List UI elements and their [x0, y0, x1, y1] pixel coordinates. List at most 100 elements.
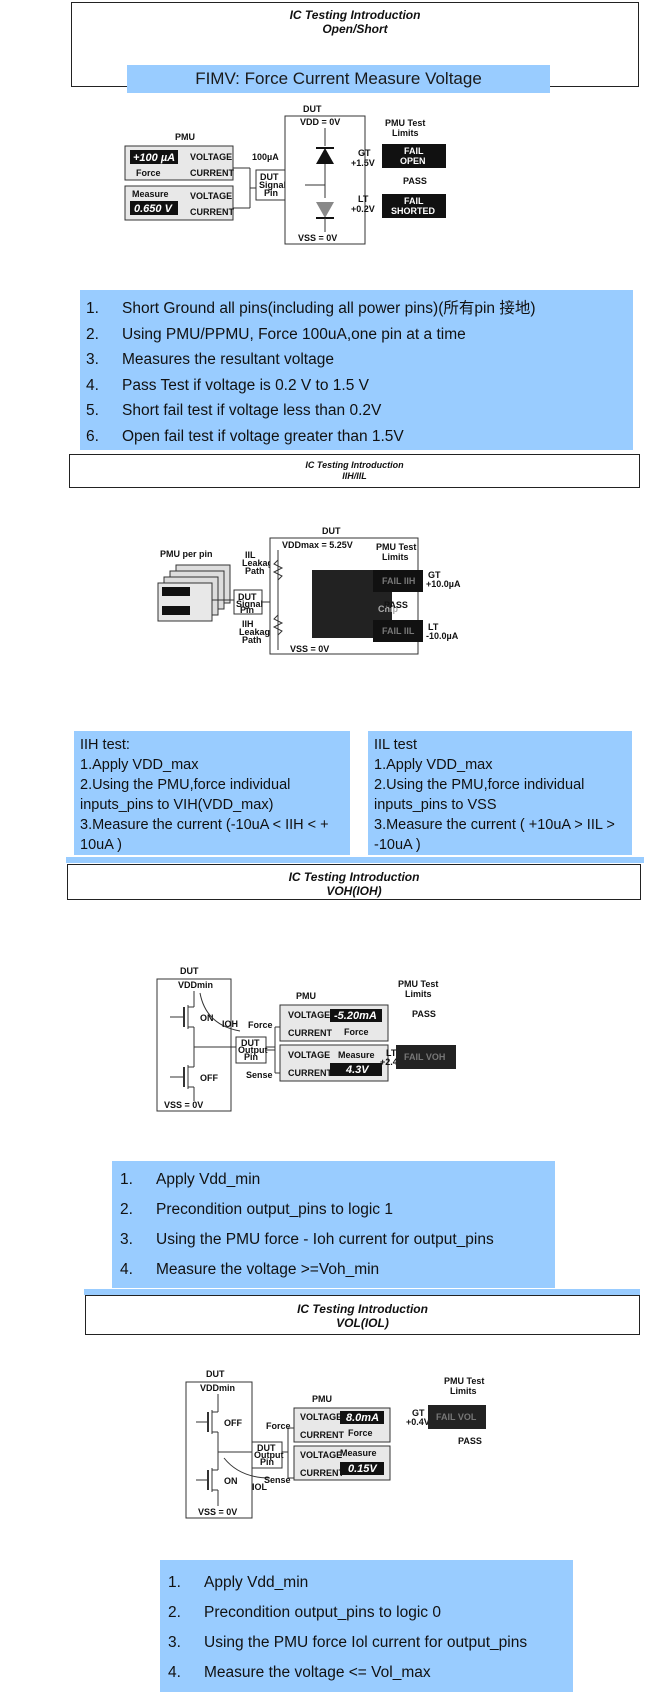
- force-label: Force: [136, 168, 161, 178]
- iil-heading: IIL test: [374, 737, 417, 753]
- svg-text:DUT: DUT: [180, 966, 199, 976]
- vol-steps-panel: 1.Apply Vdd_min 2. Precondition output_pin…: [160, 1560, 573, 1692]
- step-number: 1.: [120, 1171, 133, 1188]
- svg-text:Pin: Pin: [264, 188, 278, 198]
- svg-text:LT: LT: [386, 1048, 397, 1058]
- title-line-1: IC Testing Introduction: [288, 870, 420, 884]
- step-number: 3.: [120, 1231, 133, 1248]
- measure-lcd-value: 0.650 V: [134, 203, 174, 215]
- step-number: 2.: [120, 1201, 133, 1218]
- step-text: Using the PMU force - Ioh current for ou…: [156, 1231, 494, 1248]
- step-number: 4.: [120, 1261, 133, 1278]
- svg-text:Measure: Measure: [340, 1448, 377, 1458]
- step-item: 5.Short fail test if voltage less than 0…: [86, 398, 633, 424]
- svg-text:-10.0µA: -10.0µA: [426, 631, 459, 641]
- svg-text:CURRENT: CURRENT: [190, 168, 235, 178]
- svg-text:CURRENT: CURRENT: [288, 1028, 333, 1038]
- limits-label: PMU Test: [385, 118, 425, 128]
- voh-steps-panel: 1.Apply Vdd_min 2. Precondition output_pin…: [112, 1161, 555, 1288]
- svg-text:0.15V: 0.15V: [348, 1463, 378, 1475]
- svg-text:VOLTAGE: VOLTAGE: [190, 191, 232, 201]
- step-item: 3. Using the PMU force - Ioh current for …: [120, 1225, 555, 1255]
- title-line-1: IC Testing Introduction: [305, 460, 404, 470]
- svg-text:Path: Path: [245, 566, 265, 576]
- svg-text:Measure: Measure: [338, 1050, 375, 1060]
- step-text: Open fail test if voltage greater than 1…: [122, 427, 404, 445]
- svg-text:PASS: PASS: [384, 600, 408, 610]
- svg-text:Limits: Limits: [382, 552, 409, 562]
- svg-text:PASS: PASS: [412, 1009, 436, 1019]
- step-item: 4.Pass Test if voltage is 0.2 V to 1.5 V: [86, 373, 633, 399]
- svg-text:Sense: Sense: [246, 1070, 273, 1080]
- step-item: 2. Precondition output_pins to logic 0: [168, 1598, 573, 1628]
- dut-label: DUT: [303, 104, 322, 114]
- svg-text:VDD = 0V: VDD = 0V: [300, 117, 340, 127]
- svg-text:VDDmin: VDDmin: [178, 980, 213, 990]
- step-number: 2.: [86, 325, 99, 343]
- svg-text:CURRENT: CURRENT: [288, 1068, 333, 1078]
- step-item: 1.Apply Vdd_min: [120, 1165, 555, 1195]
- fimv-banner: FIMV: Force Current Measure Voltage: [127, 65, 550, 93]
- step-number: 2.: [168, 1604, 181, 1621]
- step-text: Measure the voltage >=Voh_min: [156, 1261, 380, 1278]
- svg-text:GT: GT: [358, 148, 371, 158]
- svg-text:Pin: Pin: [260, 1457, 274, 1467]
- svg-text:VSS = 0V: VSS = 0V: [290, 644, 329, 654]
- iil-test-panel: IIL test 1.Apply VDD_max 2.Using the PMU…: [368, 731, 632, 855]
- svg-text:Output: Output: [238, 1045, 268, 1055]
- svg-text:FAIL VOL: FAIL VOL: [436, 1412, 477, 1422]
- open-short-diagram: PMU +100 µA Force VOLTAGE CURRENT Measur…: [124, 104, 446, 245]
- step-number: 1.: [86, 300, 99, 317]
- vol-diagram: DUT VDDmin OFF ON VSS = 0V IOL DUT Outpu…: [185, 1369, 486, 1519]
- step-text: Short Ground all pins(including all powe…: [122, 300, 536, 317]
- current-label: 100µA: [252, 152, 279, 162]
- diagram-pmu-label: PMU: [175, 132, 195, 142]
- svg-text:Pin: Pin: [240, 605, 254, 615]
- svg-text:PMU: PMU: [296, 991, 316, 1001]
- force-lcd-value: +100 µA: [133, 152, 175, 164]
- step-number: 6.: [86, 427, 99, 445]
- svg-text:OPEN: OPEN: [400, 156, 426, 166]
- svg-text:PMU: PMU: [312, 1394, 332, 1404]
- step-number: 3.: [168, 1634, 181, 1651]
- svg-text:IOL: IOL: [252, 1482, 268, 1492]
- voh-blue-strip: [66, 857, 644, 863]
- svg-text:VSS = 0V: VSS = 0V: [198, 1507, 237, 1517]
- step-number: 4.: [86, 376, 99, 394]
- svg-text:VOLTAGE: VOLTAGE: [288, 1010, 330, 1020]
- iih-iil-title-box: IC Testing Introduction IIH/IIL: [69, 454, 640, 488]
- svg-text:Limits: Limits: [450, 1386, 477, 1396]
- step-item: 6. Open fail test if voltage greater than…: [86, 424, 633, 450]
- iih-iil-diagram: PMU per pin IIL Leakage Path IIH Leakage…: [157, 526, 419, 655]
- svg-text:FAIL: FAIL: [404, 146, 424, 156]
- svg-text:FAIL VOH: FAIL VOH: [404, 1052, 445, 1062]
- step-text: Precondition output_pins to logic 1: [156, 1201, 393, 1218]
- step-number: 4.: [168, 1664, 181, 1681]
- step-item: 2.Using PMU/PPMU, Force 100uA,one pin at…: [86, 322, 633, 348]
- svg-text:Output: Output: [254, 1450, 284, 1460]
- svg-text:IOH: IOH: [222, 1019, 238, 1029]
- svg-text:VSS = 0V: VSS = 0V: [298, 233, 337, 243]
- step-number: 5.: [86, 402, 99, 419]
- svg-text:PMU Test: PMU Test: [398, 979, 438, 989]
- svg-text:Force: Force: [344, 1027, 369, 1037]
- step-number: 1.: [168, 1574, 181, 1591]
- svg-text:Leakage: Leakage: [239, 627, 275, 637]
- svg-text:VOLTAGE: VOLTAGE: [300, 1412, 342, 1422]
- svg-text:OFF: OFF: [224, 1418, 242, 1428]
- svg-text:CURRENT: CURRENT: [300, 1468, 345, 1478]
- svg-text:OFF: OFF: [200, 1073, 218, 1083]
- title-line-2: VOL(IOL): [336, 1316, 389, 1330]
- iih-heading: IIH test:: [80, 737, 130, 753]
- step-text: Precondition output_pins to logic 0: [204, 1604, 441, 1621]
- svg-text:VDDmax = 5.25V: VDDmax = 5.25V: [282, 540, 353, 550]
- open-short-steps-panel: 1. Short Ground all pins(including all po…: [80, 290, 633, 450]
- svg-text:VSS = 0V: VSS = 0V: [164, 1100, 203, 1110]
- svg-text:DUT: DUT: [260, 172, 279, 182]
- svg-text:+2.4V: +2.4V: [380, 1057, 404, 1067]
- step-item: 1.Apply Vdd_min: [168, 1568, 573, 1598]
- svg-text:PMU Test: PMU Test: [376, 542, 416, 552]
- title-line-2: VOH(IOH): [326, 884, 382, 898]
- svg-text:PMU Test: PMU Test: [444, 1376, 484, 1386]
- step-text: Measure the voltage <= Vol_max: [204, 1664, 431, 1681]
